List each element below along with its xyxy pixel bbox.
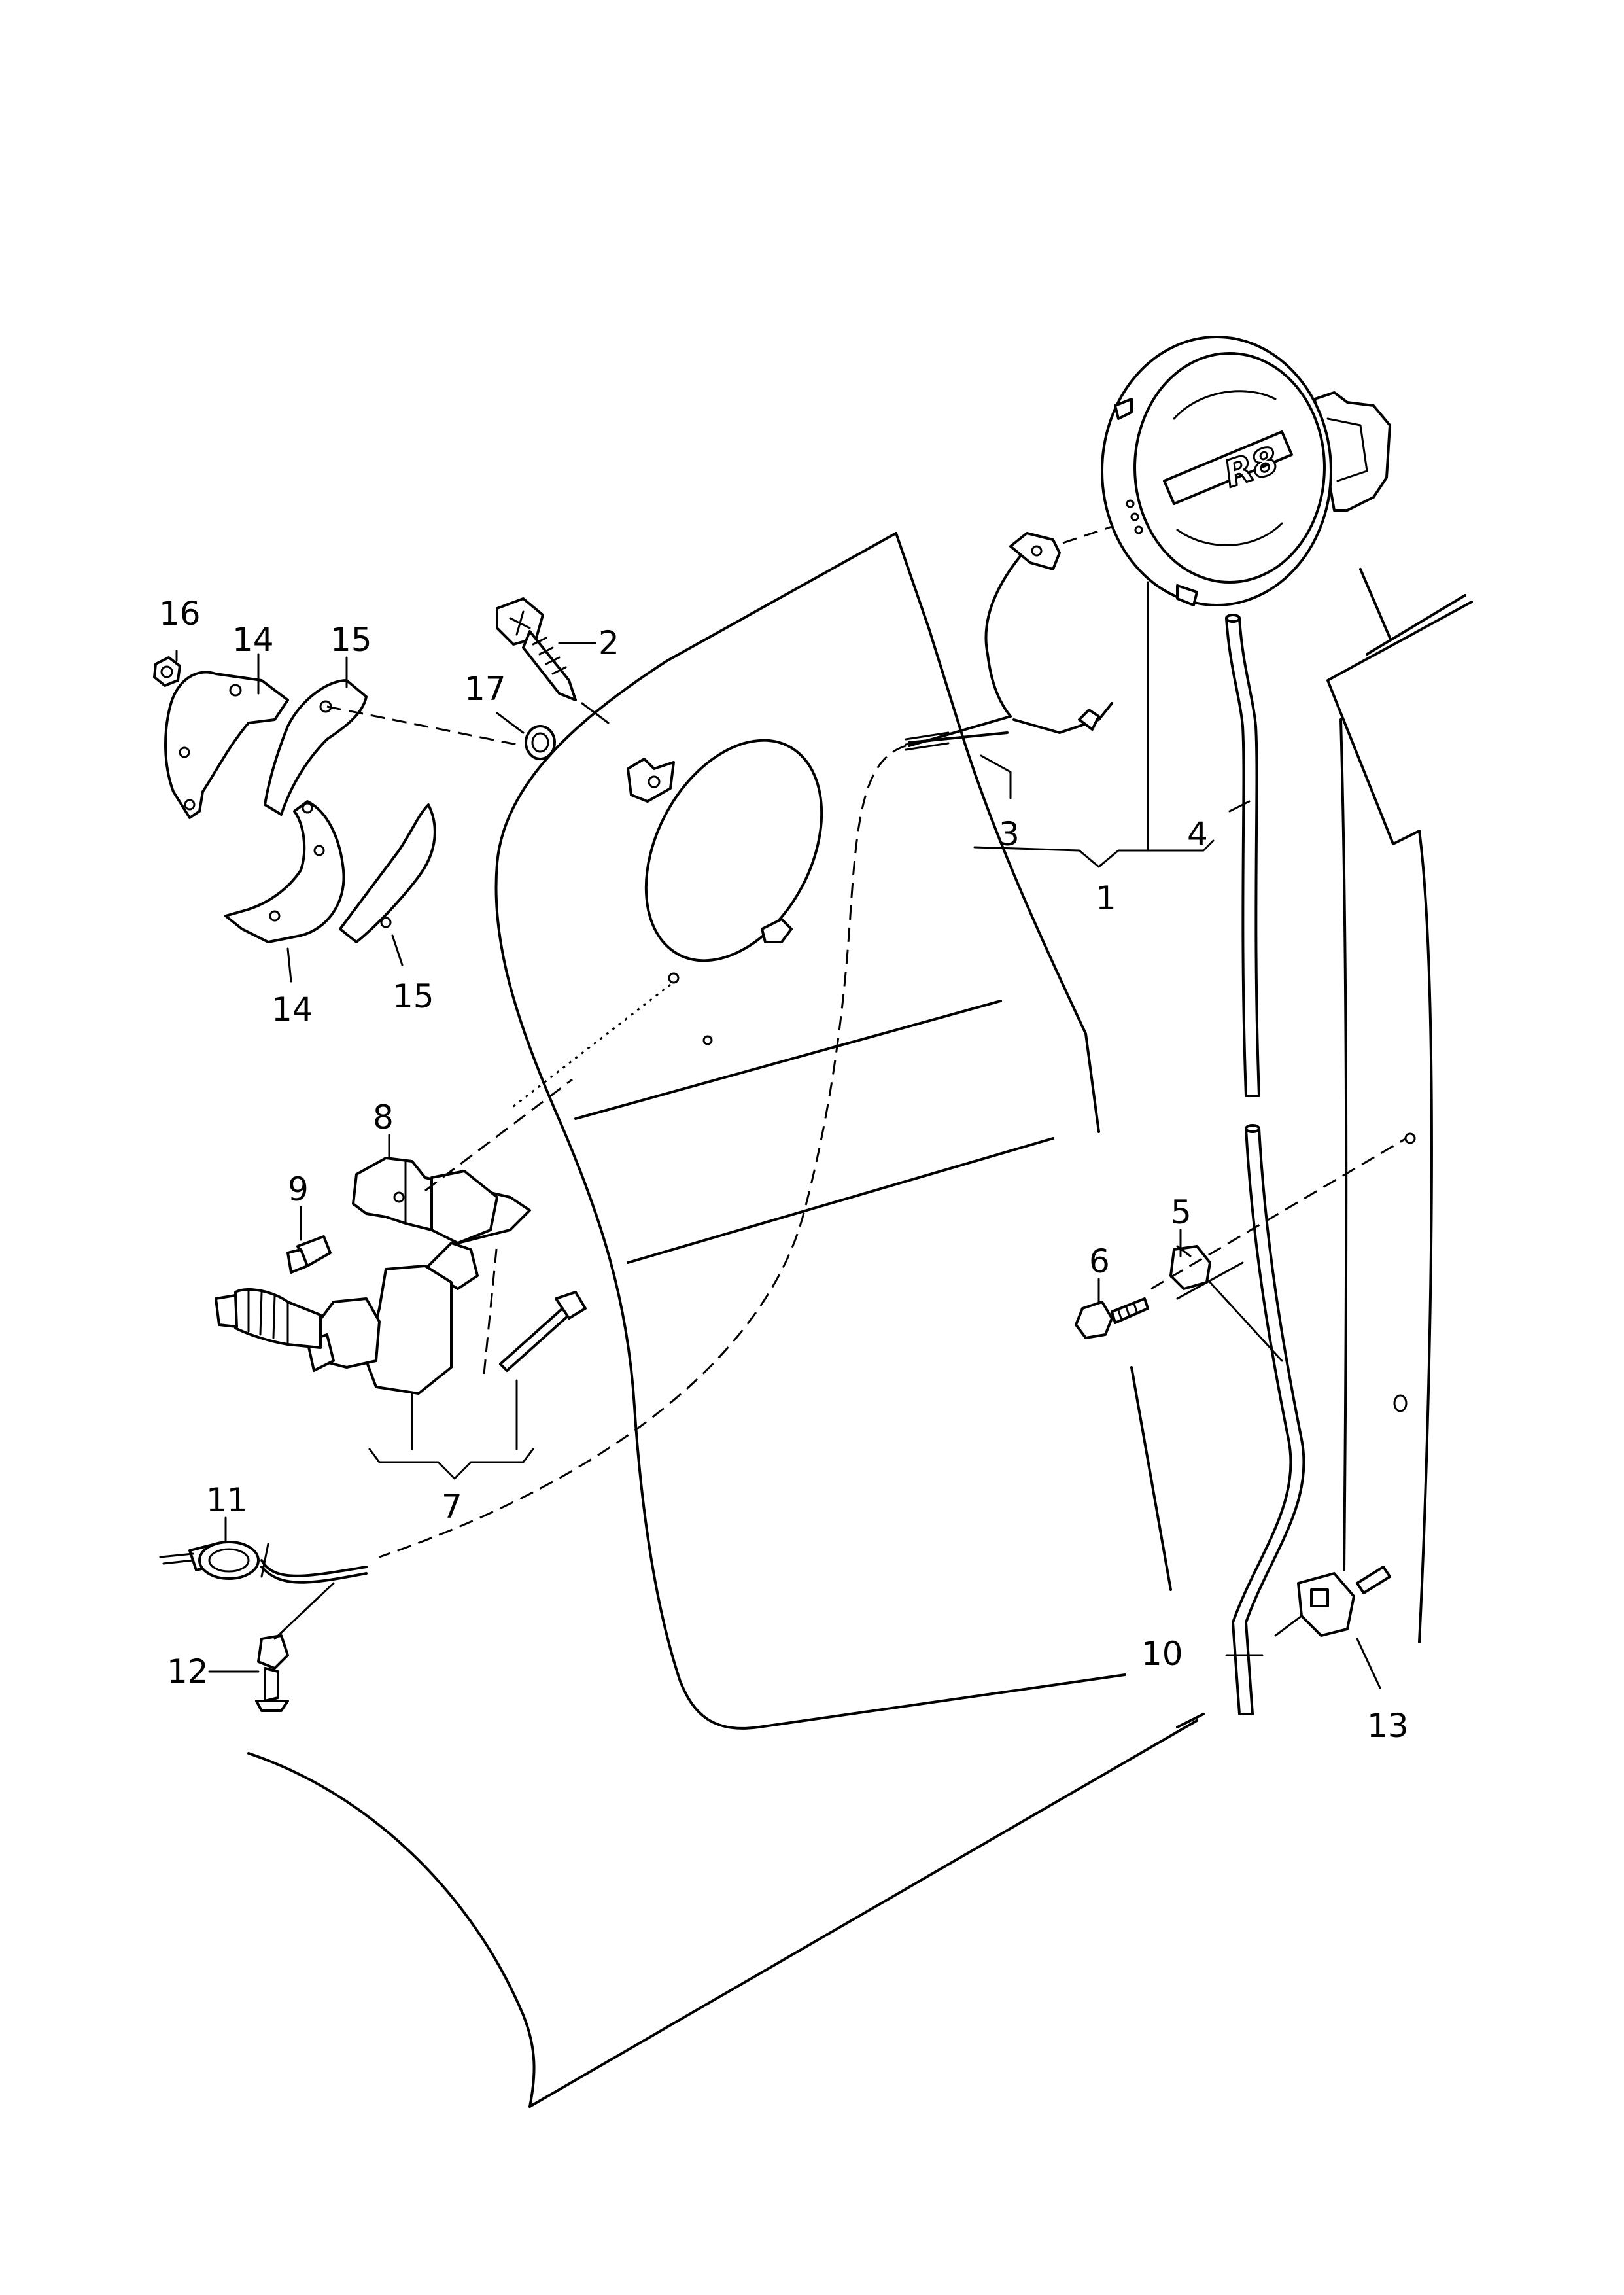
callout-2: 2 — [598, 624, 619, 662]
callout-8: 8 — [373, 1098, 394, 1136]
callout-14-top: 14 — [232, 621, 274, 659]
hose-clip-and-bolt — [1075, 1137, 1407, 1362]
filler-flap-disc — [510, 739, 823, 1110]
hose-holder-13 — [1274, 1566, 1391, 1637]
deadening-pads — [153, 656, 524, 943]
callout-3: 3 — [999, 815, 1020, 853]
callout-15-top: 15 — [330, 621, 372, 659]
callout-13: 13 — [1367, 1707, 1409, 1745]
callout-5: 5 — [1171, 1193, 1192, 1231]
callout-15-bottom: 15 — [392, 977, 434, 1015]
callout-4: 4 — [1187, 815, 1208, 853]
callout-7: 7 — [441, 1488, 462, 1526]
callout-14-bottom: 14 — [271, 990, 313, 1028]
callout-1: 1 — [1096, 879, 1116, 917]
callout-10: 10 — [1141, 1635, 1183, 1673]
callout-16: 16 — [159, 595, 201, 633]
callout-12: 12 — [167, 1653, 209, 1691]
breather-hose — [1225, 614, 1305, 1715]
side-panel-outline — [247, 532, 1473, 2108]
callout-labels: 1 2 3 4 5 6 7 8 9 10 11 12 13 14 14 15 1… — [159, 595, 1409, 1745]
actuator-assembly — [215, 1078, 587, 1395]
callout-6: 6 — [1089, 1242, 1110, 1280]
clamp-and-holder — [159, 1541, 368, 1712]
callout-17: 17 — [464, 670, 506, 708]
callout-9: 9 — [288, 1170, 309, 1208]
leader-lines — [175, 581, 1381, 1689]
release-cable — [379, 525, 1113, 1558]
callout-11: 11 — [206, 1481, 248, 1519]
fuel-cap-housing: R8 — [1101, 336, 1391, 606]
screw-and-washer — [496, 597, 610, 760]
